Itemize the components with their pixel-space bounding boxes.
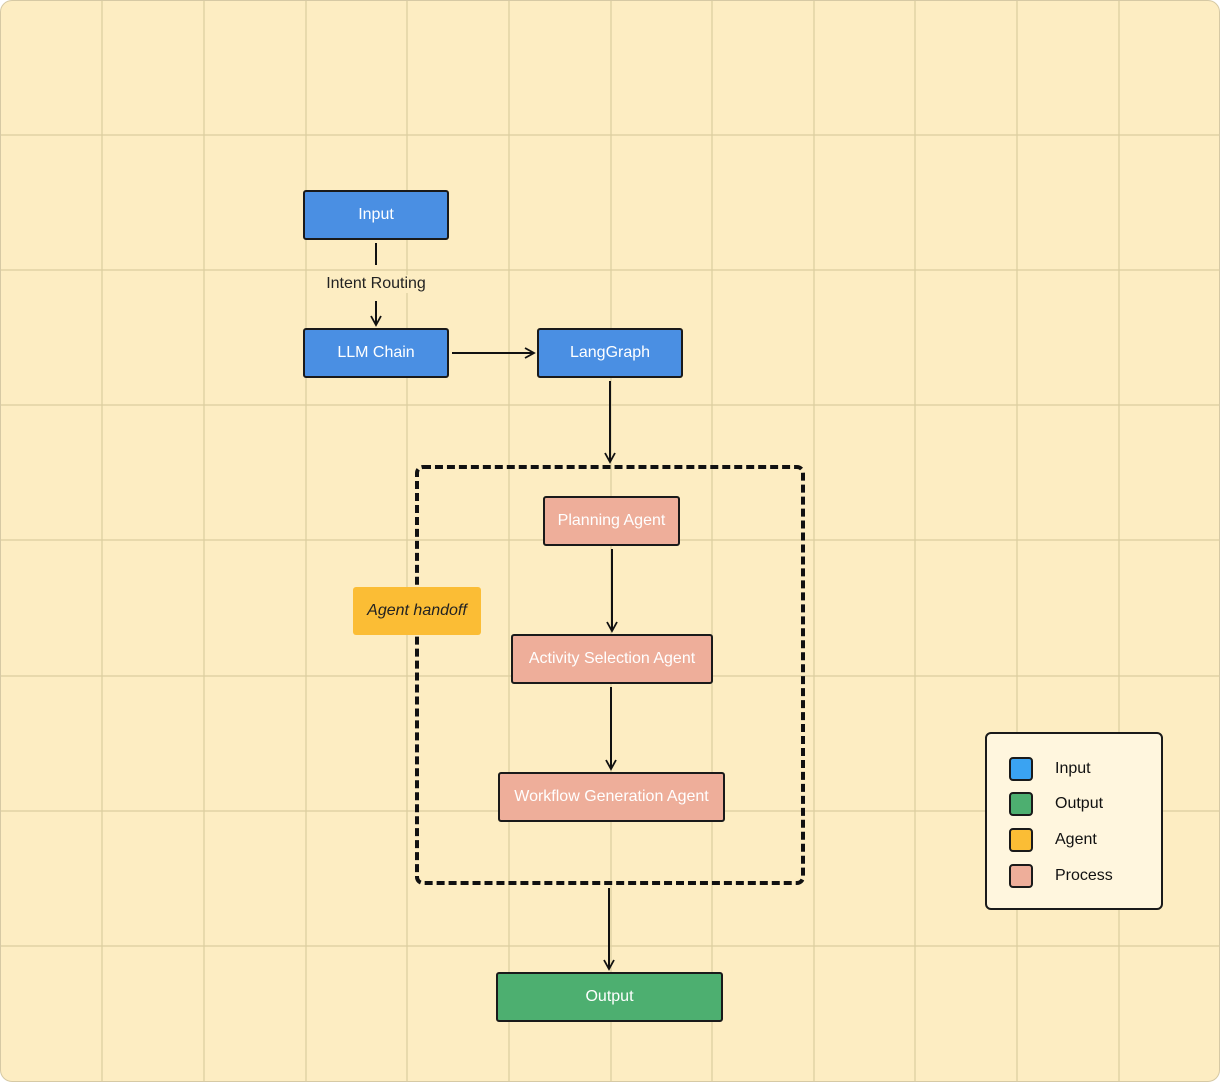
node-llm-chain-label: LLM Chain (337, 344, 415, 361)
node-workflow-generation-agent[interactable]: Workflow Generation Agent (498, 772, 725, 822)
node-activity-selection-agent[interactable]: Activity Selection Agent (511, 634, 713, 684)
legend-label-input: Input (1055, 760, 1091, 777)
legend-swatch-process (1009, 864, 1033, 888)
node-llm-chain[interactable]: LLM Chain (303, 328, 449, 378)
node-activity-selection-agent-label: Activity Selection Agent (528, 650, 696, 667)
legend-label-agent: Agent (1055, 831, 1097, 848)
node-langgraph-label: LangGraph (569, 344, 651, 361)
node-planning-agent-label: Planning Agent (557, 512, 666, 529)
legend-item-agent: Agent (1009, 827, 1097, 853)
node-langgraph[interactable]: LangGraph (537, 328, 683, 378)
legend-item-process: Process (1009, 863, 1113, 889)
note-agent-handoff[interactable]: Agent handoff (353, 587, 481, 635)
legend: Input Output Agent Process (985, 732, 1163, 910)
edge-label-intent-routing: Intent Routing (322, 275, 430, 293)
node-output-label: Output (585, 988, 634, 1005)
legend-item-input: Input (1009, 756, 1091, 782)
node-output[interactable]: Output (496, 972, 723, 1022)
legend-label-output: Output (1055, 795, 1104, 812)
legend-label-process: Process (1055, 867, 1113, 884)
node-workflow-generation-agent-label: Workflow Generation Agent (514, 788, 709, 805)
agent-group-boundary (415, 465, 805, 885)
node-planning-agent[interactable]: Planning Agent (543, 496, 680, 546)
legend-swatch-output (1009, 792, 1033, 816)
legend-item-output: Output (1009, 791, 1103, 817)
legend-swatch-input (1009, 757, 1033, 781)
legend-swatch-agent (1009, 828, 1033, 852)
note-agent-handoff-text: Agent handoff (367, 602, 467, 619)
node-input[interactable]: Input (303, 190, 449, 240)
node-input-label: Input (358, 206, 394, 223)
